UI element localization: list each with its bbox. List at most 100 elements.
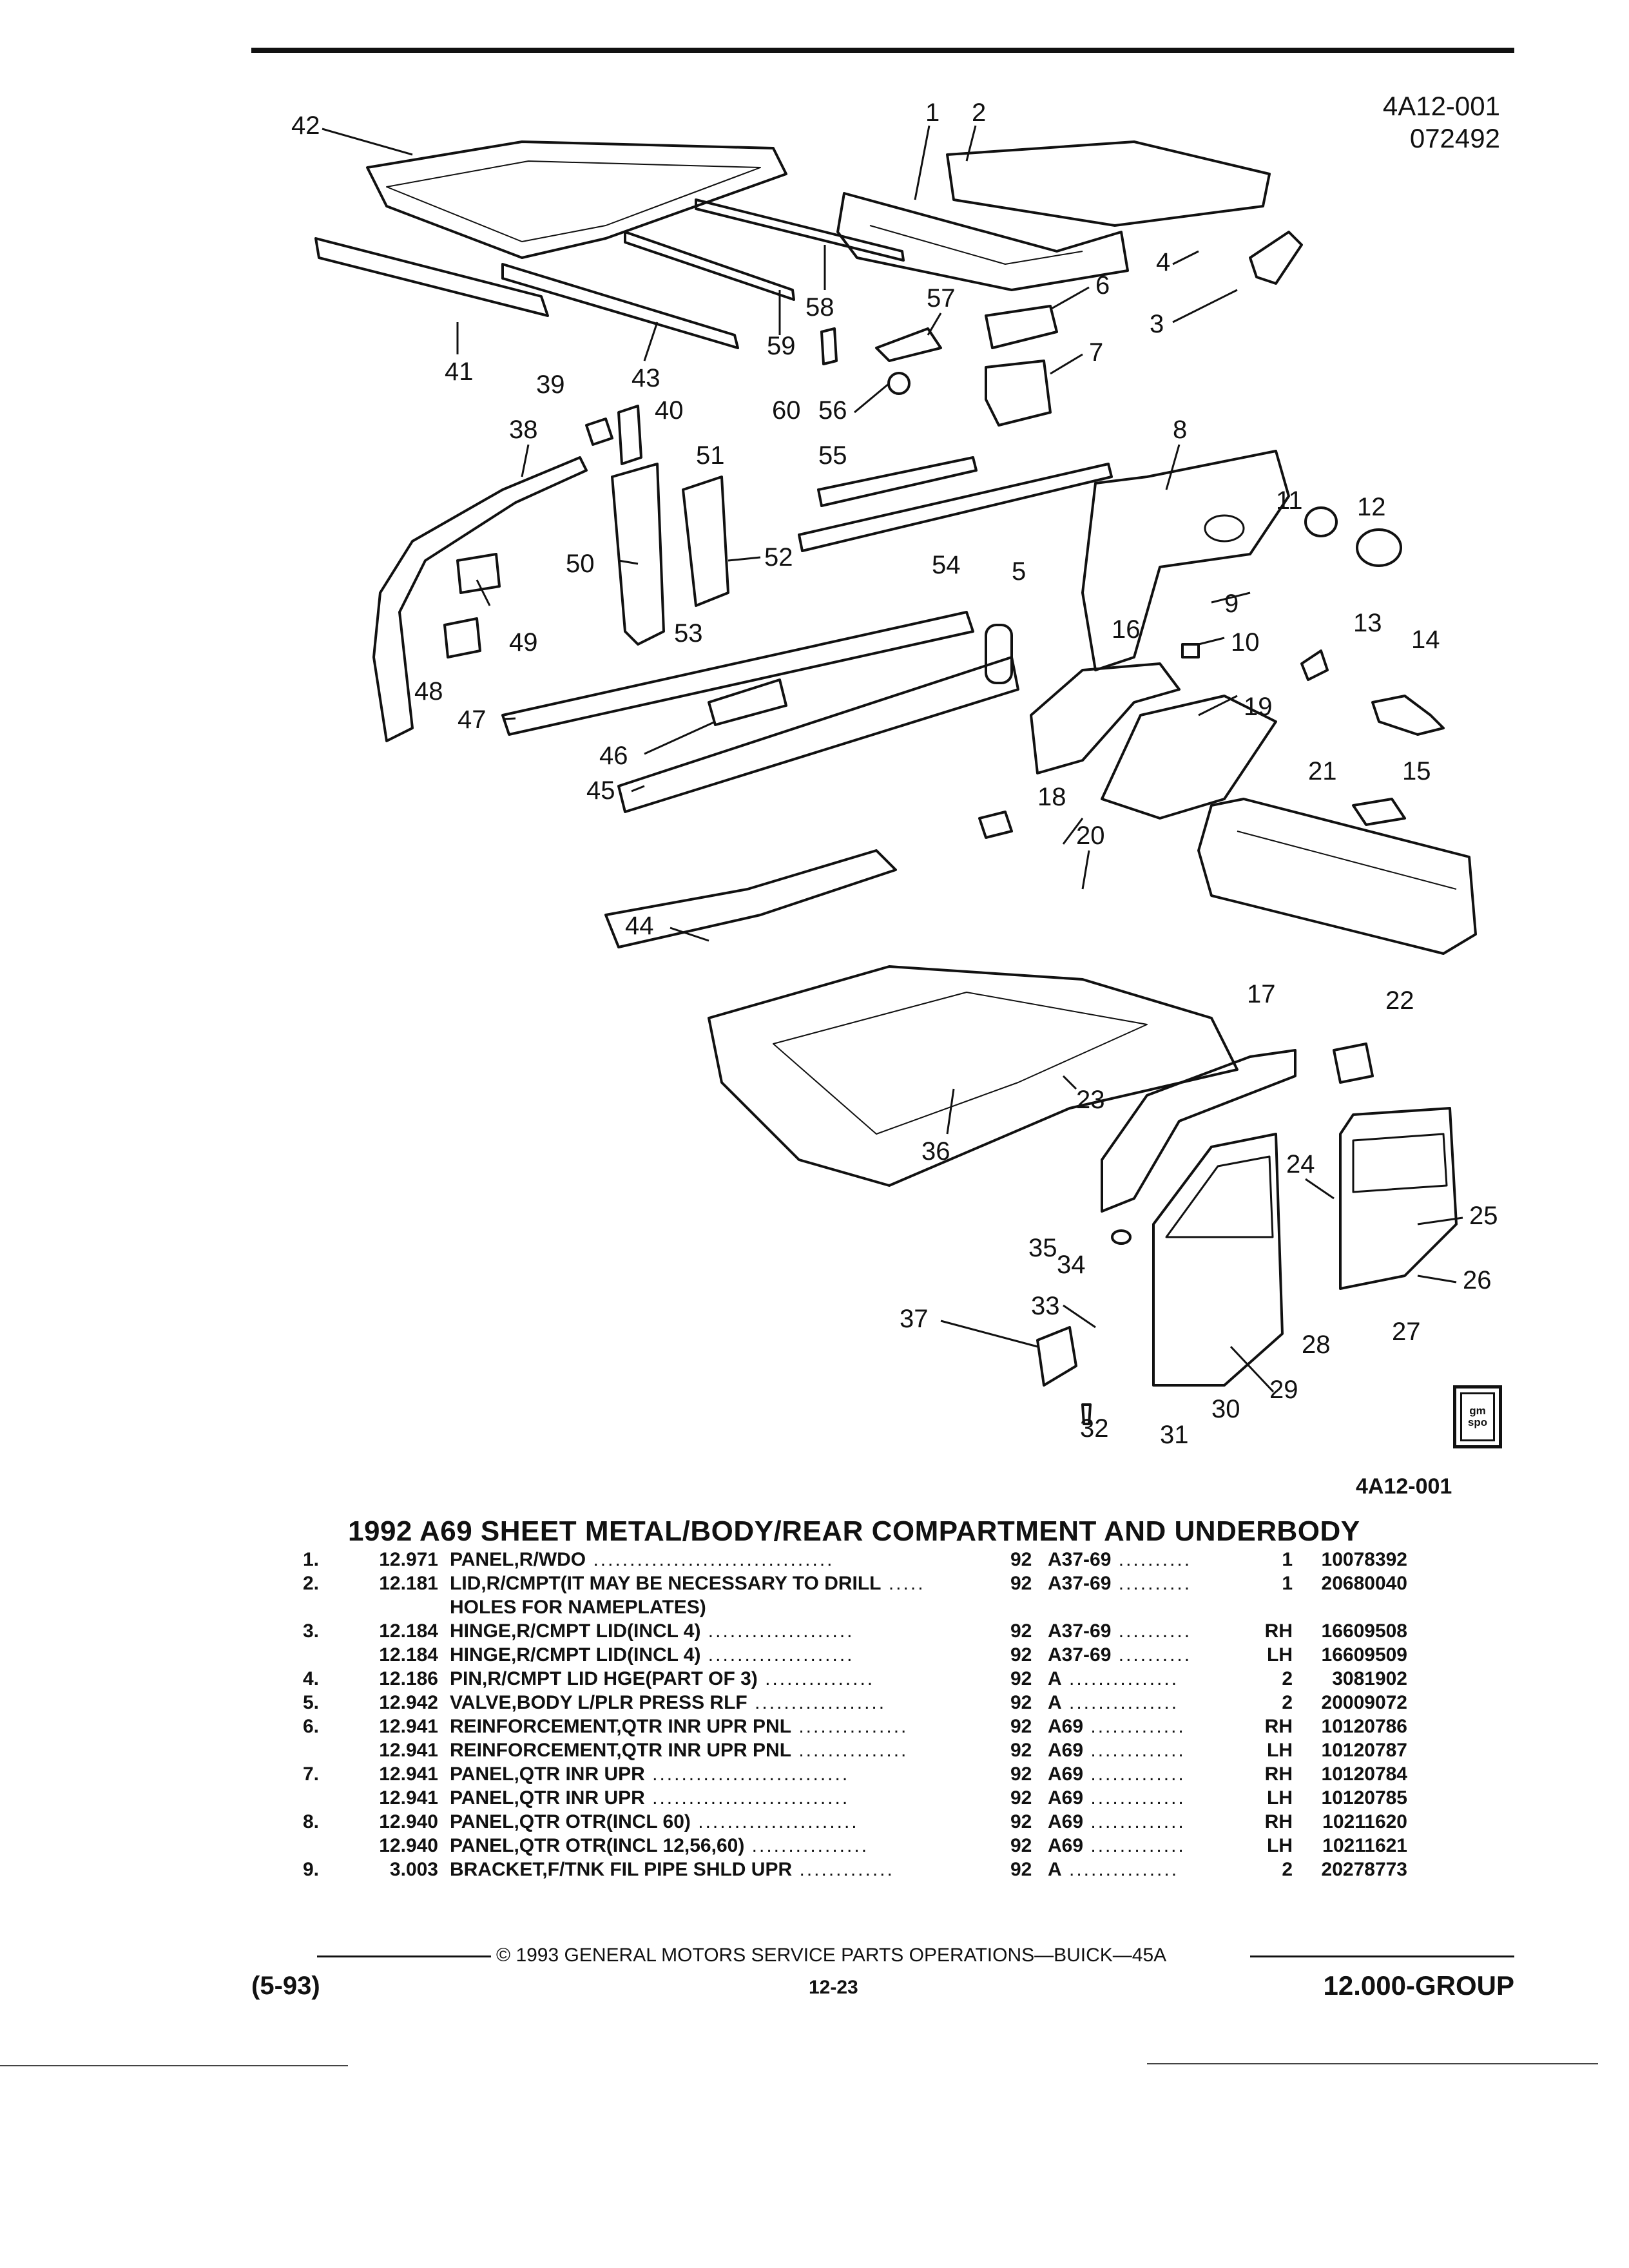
group-number: 12.181 xyxy=(358,1573,450,1597)
footer-page-number: 12-23 xyxy=(809,1977,858,1998)
group-number: 12.940 xyxy=(358,1835,450,1859)
callout-38: 38 xyxy=(509,416,538,444)
part-name: PANEL xyxy=(450,1763,514,1785)
parts-row: 5. 12.942 VALVE,BODY L/PLR PRESS RLF .....… xyxy=(303,1692,1407,1716)
ref-number: 6. xyxy=(303,1716,358,1740)
model-code: A ............... xyxy=(1048,1668,1241,1692)
part-description: VALVE,BODY L/PLR PRESS RLF .............… xyxy=(450,1692,1010,1716)
part-bracket-57 xyxy=(875,327,942,362)
leader-dots: .......... xyxy=(1111,1549,1192,1570)
model-year: 92 xyxy=(1010,1740,1048,1763)
callout-42: 42 xyxy=(291,111,320,140)
model-code-text: A37-69 xyxy=(1048,1644,1112,1666)
model-code-text: A69 xyxy=(1048,1811,1084,1832)
group-number-text: 12.941 xyxy=(379,1787,438,1809)
part-bracket-60 xyxy=(820,327,838,365)
model-code-text: A37-69 xyxy=(1048,1620,1112,1642)
callout-47: 47 xyxy=(458,706,487,734)
group-number-text: 12.942 xyxy=(379,1692,438,1713)
part-description: PANEL,R/WDO ............................… xyxy=(450,1549,1010,1573)
callout-29: 29 xyxy=(1269,1376,1298,1404)
callout-30: 30 xyxy=(1211,1395,1240,1423)
callout-8: 8 xyxy=(1173,416,1187,444)
model-code: A37-69 .......... xyxy=(1048,1644,1241,1668)
leader-dots: ............. xyxy=(1083,1787,1186,1809)
model-year-text: 92 xyxy=(1010,1859,1032,1880)
part-name: PANEL xyxy=(450,1549,514,1570)
part-number: 16609509 xyxy=(1304,1644,1407,1668)
model-code: A69 ............. xyxy=(1048,1811,1241,1835)
group-number: 12.941 xyxy=(358,1740,450,1763)
part-number xyxy=(1304,1597,1407,1620)
ref-number-text: 9. xyxy=(303,1859,320,1880)
part-description: HINGE,R/CMPT LID(INCL 4) ...............… xyxy=(450,1620,1010,1644)
group-number: 12.940 xyxy=(358,1811,450,1835)
callout-22: 22 xyxy=(1385,986,1414,1015)
part-number: 10078392 xyxy=(1304,1549,1407,1573)
part-desc: ,QTR INR UPR xyxy=(514,1787,645,1809)
model-year-text: 92 xyxy=(1010,1716,1032,1737)
group-number-text: 12.181 xyxy=(379,1573,438,1594)
group-number-text: 12.941 xyxy=(379,1740,438,1761)
model-year: 92 xyxy=(1010,1835,1048,1859)
leader-dots: ............... xyxy=(757,1668,875,1689)
part-desc: ,QTR INR UPR xyxy=(514,1763,645,1785)
callout-41: 41 xyxy=(445,358,474,386)
leader-dots: .......... xyxy=(1111,1644,1192,1666)
quantity: RH xyxy=(1241,1811,1304,1835)
callout-7: 7 xyxy=(1089,338,1103,367)
part-desc: ,F/TNK FIL PIPE SHLD UPR xyxy=(542,1859,793,1880)
callout-46: 46 xyxy=(599,742,628,770)
part-roof-bow-43 xyxy=(501,263,739,349)
quantity-text: 2 xyxy=(1282,1692,1293,1713)
model-year-text: 92 xyxy=(1010,1573,1032,1594)
part-name: REINFORCEMENT xyxy=(450,1740,617,1761)
part-number-text: 10120785 xyxy=(1321,1787,1407,1809)
leader-dots: ...................... xyxy=(690,1811,859,1832)
callout-13: 13 xyxy=(1353,609,1382,637)
quantity: RH xyxy=(1241,1620,1304,1644)
model-code: A69 ............. xyxy=(1048,1835,1241,1859)
callout-26: 26 xyxy=(1463,1266,1492,1294)
leader-dots: ........................... xyxy=(644,1763,850,1785)
callout-1: 1 xyxy=(925,99,940,127)
leader-dots: .................. xyxy=(747,1692,887,1713)
part-number-text: 3081902 xyxy=(1332,1668,1407,1689)
group-number: 12.184 xyxy=(358,1620,450,1644)
model-year-text: 92 xyxy=(1010,1549,1032,1570)
ref-number: 5. xyxy=(303,1692,358,1716)
part-qtr-inner-panel xyxy=(985,360,1052,427)
callout-59: 59 xyxy=(767,332,796,360)
model-code: A ............... xyxy=(1048,1692,1241,1716)
part-grommet-56 xyxy=(887,372,911,395)
part-roof-panel xyxy=(366,140,787,259)
group-number: 12.971 xyxy=(358,1549,450,1573)
model-code: A37-69 .......... xyxy=(1048,1549,1241,1573)
model-year: 92 xyxy=(1010,1692,1048,1716)
part-number: 20680040 xyxy=(1304,1573,1407,1597)
leader-dots: ........................... xyxy=(644,1787,850,1809)
illustration-code: 4A12-001 xyxy=(1382,91,1500,121)
part-wheelhouse-19 xyxy=(1101,695,1277,820)
gm-spo-logo: gm spo xyxy=(1453,1385,1502,1448)
leader-dots: ..... xyxy=(881,1573,925,1594)
group-number-text: 12.941 xyxy=(379,1716,438,1737)
callout-6: 6 xyxy=(1095,271,1110,300)
model-code-text: A37-69 xyxy=(1048,1549,1112,1570)
part-rear-end-panel xyxy=(1197,798,1477,955)
callout-27: 27 xyxy=(1392,1318,1421,1346)
footer-revision: (5-93) xyxy=(251,1972,320,2000)
model-code: A69 ............. xyxy=(1048,1787,1241,1811)
part-hinge xyxy=(1249,231,1303,285)
part-number: 10120784 xyxy=(1304,1763,1407,1787)
part-description: PANEL,QTR INR UPR ......................… xyxy=(450,1763,1010,1787)
quantity: 2 xyxy=(1241,1668,1304,1692)
model-code-text: A69 xyxy=(1048,1763,1084,1785)
ref-number xyxy=(303,1644,358,1668)
part-hinge-37 xyxy=(1036,1326,1077,1387)
model-year: 92 xyxy=(1010,1549,1048,1573)
